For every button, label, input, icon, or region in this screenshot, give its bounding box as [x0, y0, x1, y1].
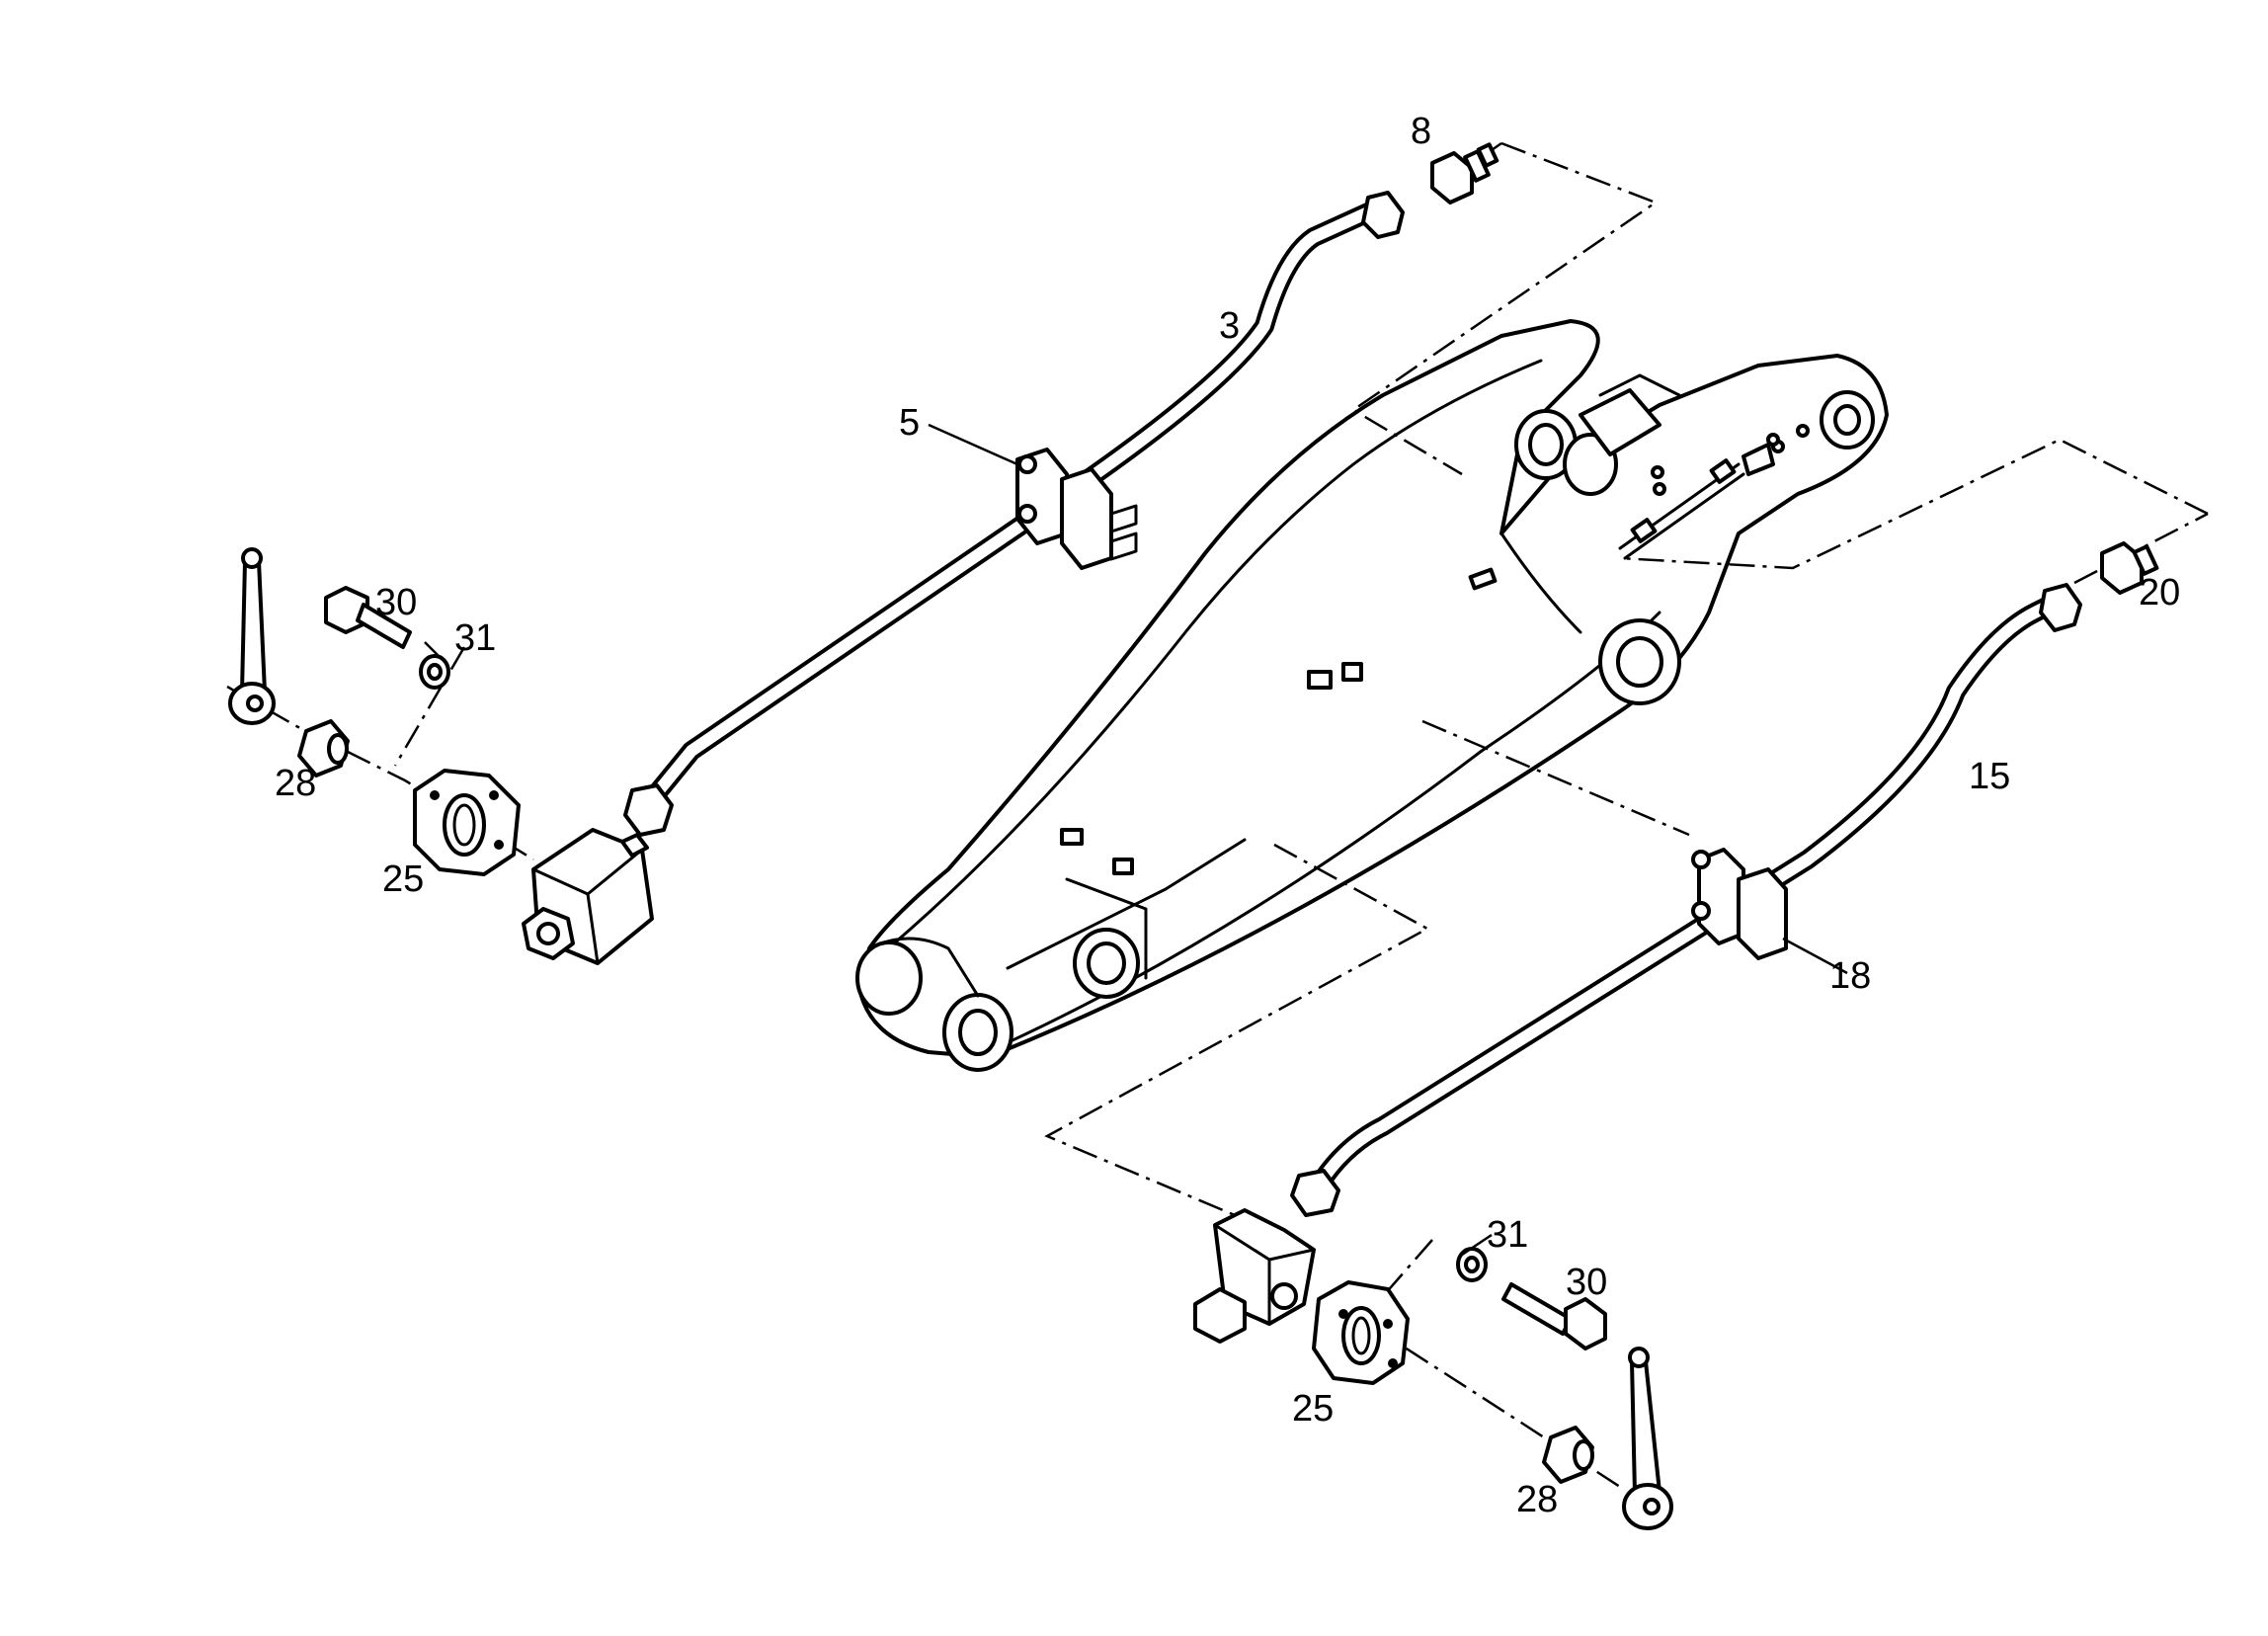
bushing-28-left [297, 719, 350, 777]
washer-31-left [419, 654, 450, 690]
callout-8: 8 [1411, 111, 1431, 152]
fitting-8 [1430, 142, 1499, 204]
flange-plate-25-right [1312, 1280, 1410, 1385]
callout-25-left: 25 [382, 859, 424, 900]
callout-28-left: 28 [275, 763, 316, 804]
callout-31-left: 31 [454, 617, 496, 659]
callout-28-right: 28 [1516, 1479, 1558, 1520]
callout-15: 15 [1969, 756, 2010, 797]
pipe-3 [623, 191, 1405, 837]
lever-right [1622, 1347, 1673, 1530]
coupling-block-right [1193, 1208, 1316, 1344]
callout-31-right: 31 [1487, 1214, 1528, 1256]
callout-labels: 8 3 5 30 31 28 25 20 15 18 31 30 25 28 [275, 111, 2180, 1520]
callout-20: 20 [2139, 572, 2180, 614]
callout-30-left: 30 [375, 582, 417, 623]
bolt-30-left [324, 586, 412, 649]
leader-lines [424, 423, 1848, 1257]
clamp-5 [1015, 448, 1138, 570]
callout-5: 5 [899, 402, 920, 444]
boom-arm [855, 319, 1889, 1072]
callout-30-right: 30 [1566, 1262, 1607, 1303]
fitting-20 [2100, 541, 2159, 595]
pipe-15 [1290, 583, 2082, 1217]
lever-left [228, 547, 276, 725]
callout-25-right: 25 [1292, 1388, 1334, 1430]
callout-18: 18 [1829, 955, 1871, 997]
callout-3: 3 [1219, 305, 1240, 347]
bushing-28-right [1542, 1426, 1594, 1484]
clamp-18 [1691, 848, 1788, 960]
flange-plate-25-left [413, 769, 521, 876]
coupling-block-left [522, 828, 654, 965]
bolt-30-right [1501, 1282, 1607, 1350]
